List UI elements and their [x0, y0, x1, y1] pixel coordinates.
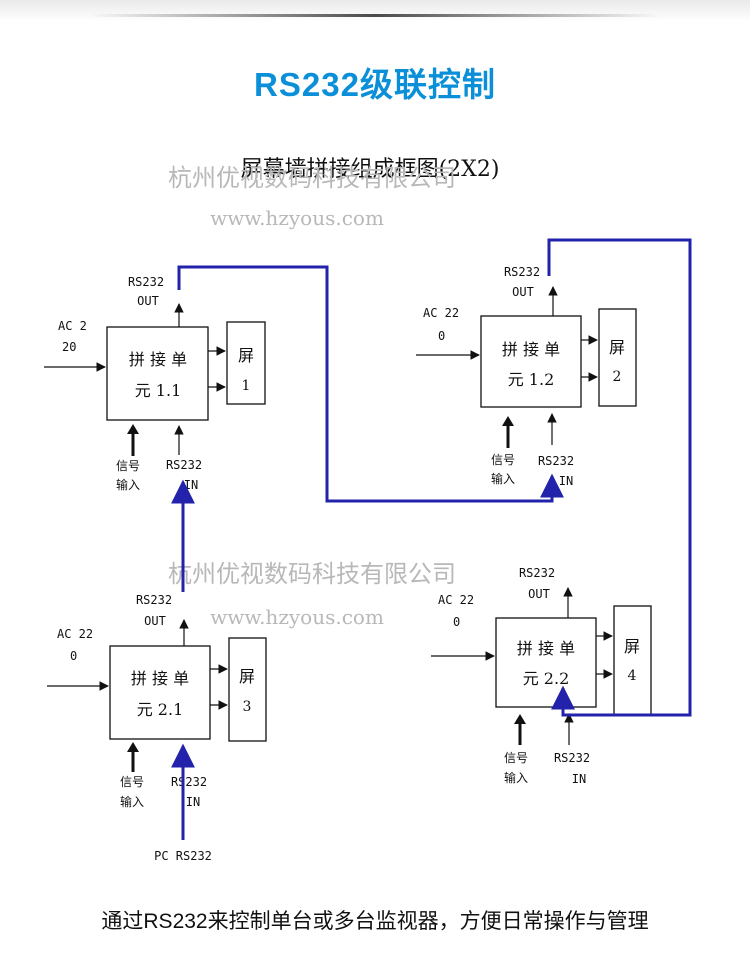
link-1-1-to-1-2 — [177, 265, 564, 503]
ac-label: AC 22 — [57, 627, 93, 641]
ac-label: 0 — [453, 615, 460, 629]
watermark-company: 杭州优视数码科技有限公司 — [168, 164, 456, 192]
unit-2-2: 拼 接 单 元 2.2 屏 4 AC 22 0 RS232 OUT RS232 … — [431, 566, 652, 786]
signal-input-label: 信号 — [116, 459, 140, 473]
rs232-in-label: RS232 — [554, 751, 590, 765]
screen-label: 屏 — [238, 346, 254, 365]
unit-1-2: 拼 接 单 元 1.2 屏 2 AC 22 0 RS232 OUT RS232 … — [416, 265, 637, 488]
top-divider — [90, 14, 660, 17]
rs232-in-label: IN — [184, 478, 198, 492]
signal-input-label: 信号 — [120, 775, 144, 789]
screen-label: 屏 — [624, 637, 640, 656]
unit-label: 拼 接 单 — [131, 669, 189, 688]
splice-unit-box — [109, 645, 211, 740]
screen-label: 屏 — [239, 667, 255, 686]
rs232-in-label: RS232 — [166, 458, 202, 472]
ac-label: 0 — [438, 329, 445, 343]
pc-rs232-label: PC RS232 — [154, 849, 212, 863]
screen-box — [226, 321, 266, 405]
rs232-in-label: RS232 — [538, 454, 574, 468]
rs232-out-label: OUT — [528, 587, 550, 601]
signal-input-label: 信号 — [491, 453, 515, 467]
watermark-company: 杭州优视数码科技有限公司 — [168, 560, 456, 588]
screen-number: 2 — [613, 369, 622, 385]
watermark-url: www.hzyous.com — [210, 605, 384, 629]
ac-label: AC 22 — [423, 306, 459, 320]
unit-label: 元 1.2 — [508, 370, 555, 389]
screen-number: 1 — [242, 378, 251, 394]
unit-label: 元 2.2 — [523, 669, 570, 688]
rs232-in-label: IN — [572, 772, 586, 786]
unit-2-1: 拼 接 单 元 2.1 屏 3 AC 22 0 RS232 OUT RS232 … — [47, 593, 267, 863]
rs232-out-label: OUT — [137, 294, 159, 308]
signal-input-label: 输入 — [491, 471, 515, 486]
rs232-out-label: OUT — [144, 614, 166, 628]
watermark-url: www.hzyous.com — [210, 206, 384, 230]
rs232-in-label: RS232 — [171, 775, 207, 789]
splice-unit-box — [480, 315, 582, 408]
splice-unit-box — [495, 617, 597, 708]
rs232-out-label: RS232 — [128, 275, 164, 289]
screen-box — [228, 637, 267, 742]
screen-box — [598, 308, 637, 407]
unit-label: 拼 接 单 — [502, 340, 560, 359]
unit-1-1: 拼 接 单 元 1.1 屏 1 AC 2 20 RS232 OUT RS232 … — [44, 275, 266, 492]
ac-label: AC 2 — [58, 319, 87, 333]
ac-label: AC 22 — [438, 593, 474, 607]
rs232-out-label: RS232 — [519, 566, 555, 580]
splice-unit-box — [106, 326, 209, 421]
ac-label: 20 — [62, 340, 76, 354]
signal-input-label: 输入 — [504, 770, 528, 785]
rs232-cascade-links — [171, 238, 692, 840]
caption: 通过RS232来控制单台或多台监视器，方便日常操作与管理 — [101, 910, 649, 933]
unit-label: 元 2.1 — [137, 700, 184, 719]
unit-label: 拼 接 单 — [517, 639, 575, 658]
ac-label: 0 — [70, 649, 77, 663]
unit-label: 拼 接 单 — [129, 350, 187, 369]
screen-number: 4 — [628, 668, 637, 684]
link-1-2-to-2-2 — [547, 238, 692, 717]
screen-number: 3 — [243, 699, 252, 715]
signal-input-label: 输入 — [120, 794, 144, 809]
rs232-out-label: RS232 — [504, 265, 540, 279]
diagram-title: 屏幕墙拼接组成框图(2X2) — [241, 157, 500, 182]
screen-label: 屏 — [609, 338, 625, 357]
rs232-out-label: OUT — [512, 285, 534, 299]
screen-box — [613, 605, 652, 716]
page-title: RS232级联控制 — [254, 66, 496, 103]
signal-input-label: 信号 — [504, 751, 528, 765]
signal-input-label: 输入 — [116, 477, 140, 492]
rs232-in-label: IN — [559, 474, 573, 488]
rs232-out-label: RS232 — [136, 593, 172, 607]
unit-label: 元 1.1 — [135, 381, 182, 400]
rs232-in-label: IN — [186, 795, 200, 809]
